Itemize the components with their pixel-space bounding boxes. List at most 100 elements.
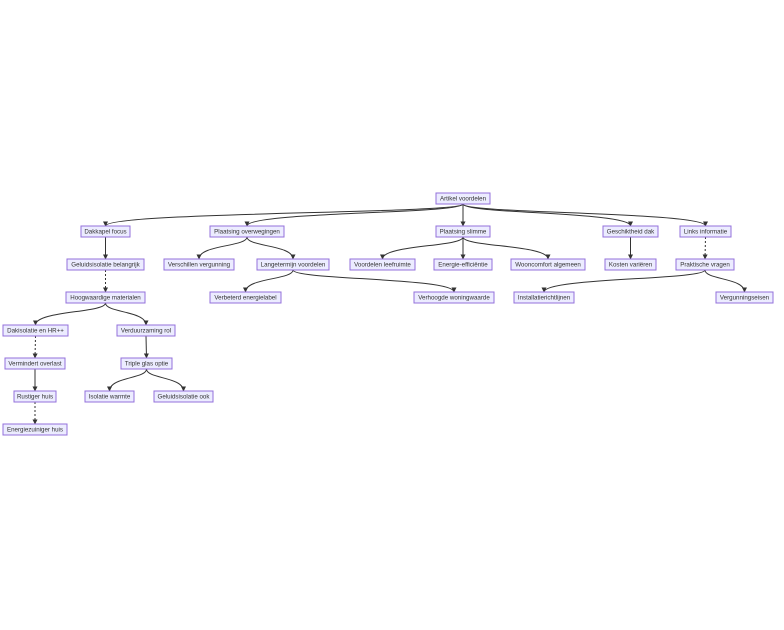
node-label: Plaatsing overwegingen	[214, 229, 280, 236]
edge-hoogwaardige_materialen-to-dakisolatie_hr	[33, 302, 106, 326]
node-box	[675, 258, 735, 271]
edges-layer	[32, 203, 747, 425]
node-box	[510, 258, 586, 271]
node-geluidsisolatie-ook: Geluidsisolatie ook	[153, 390, 214, 403]
edge-hoogwaardige_materialen-to-verduurzaming_rol	[105, 302, 149, 326]
node-voordelen-leefruimte: Voordelen leefruimte	[349, 258, 416, 271]
node-plaatsing-slimme: Plaatsing slimme	[435, 225, 491, 238]
edge-langetermijn_voordelen-to-verbeterd_energielabel	[243, 269, 294, 293]
node-label: Langetermijn voordelen	[261, 262, 326, 269]
node-label: Verduurzaming rol	[121, 328, 171, 335]
node-box	[84, 390, 135, 403]
node-box	[13, 390, 57, 403]
node-box	[604, 258, 657, 271]
node-energiezuiniger-huis: Energiezuiniger huis	[2, 423, 68, 436]
node-geluidsisolatie-belangrijk: Geluidsisolatie belangrijk	[66, 258, 145, 271]
node-label: Installatierichtlijnen	[518, 295, 571, 302]
node-label: Vergunningseisen	[720, 295, 770, 302]
node-label: Wooncomfort algemeen	[515, 262, 581, 269]
node-label: Voordelen leefruimte	[354, 262, 411, 269]
node-box	[2, 324, 69, 337]
node-label: Triple glas optie	[125, 361, 169, 368]
edge-praktische_vragen-to-vergunningseisen	[704, 269, 747, 293]
node-label: Links informatie	[684, 229, 728, 236]
node-box	[209, 225, 285, 238]
node-hoogwaardige-materialen: Hoogwaardige materialen	[65, 291, 146, 304]
node-box	[715, 291, 774, 304]
edge-praktische_vragen-to-installatierichtlijnen	[541, 269, 706, 293]
node-label: Geluidsisolatie ook	[158, 394, 211, 401]
node-box	[66, 258, 145, 271]
node-verhoogde-woningwaarde: Verhoogde woningwaarde	[413, 291, 495, 304]
node-label: Dakisolatie en HR++	[7, 328, 64, 335]
node-label: Verhoogde woningwaarde	[418, 295, 490, 302]
node-box	[413, 291, 495, 304]
node-label: Plaatsing slimme	[440, 229, 487, 236]
node-box	[65, 291, 146, 304]
edge-plaatsing_slimme-to-voordelen_leefruimte	[380, 236, 464, 260]
node-installatierichtlijnen: Installatierichtlijnen	[513, 291, 575, 304]
node-label: Isolatie warmte	[89, 394, 131, 401]
node-rustiger-huis: Rustiger huis	[13, 390, 57, 403]
edge-plaatsing_overwegingen-to-langetermijn_voordelen	[246, 236, 296, 260]
node-dakisolatie-hr: Dakisolatie en HR++	[2, 324, 69, 337]
node-label: Energiezuiniger huis	[7, 427, 63, 434]
edge-triple_glas_optie-to-geluidsisolatie_ook	[146, 368, 186, 392]
node-box	[256, 258, 330, 271]
node-box	[602, 225, 659, 238]
edge-plaatsing_slimme-to-wooncomfort_algemeen	[462, 236, 551, 260]
node-verduurzaming-rol: Verduurzaming rol	[116, 324, 176, 337]
node-vermindert-overlast: Vermindert overlast	[4, 357, 66, 370]
node-box	[163, 258, 235, 271]
edge-root-to-links_informatie	[462, 203, 708, 227]
node-box	[120, 357, 173, 370]
node-box	[116, 324, 176, 337]
node-kosten-varieren: Kosten variëren	[604, 258, 657, 271]
node-praktische-vragen: Praktische vragen	[675, 258, 735, 271]
edge-dakisolatie_hr-to-vermindert_overlast	[32, 335, 38, 359]
node-wooncomfort-algemeen: Wooncomfort algemeen	[510, 258, 586, 271]
node-label: Kosten variëren	[609, 262, 653, 269]
node-links-informatie: Links informatie	[679, 225, 732, 238]
node-dakkapel-focus: Dakkapel focus	[80, 225, 131, 238]
node-root: Artikel voordelen	[435, 192, 491, 205]
node-box	[4, 357, 66, 370]
edge-triple_glas_optie-to-isolatie_warmte	[107, 368, 147, 392]
node-label: Geschiktheid dak	[607, 229, 655, 236]
node-label: Hoogwaardige materialen	[70, 295, 141, 302]
node-label: Verschillen vergunning	[168, 262, 231, 269]
edge-links_informatie-to-praktische_vragen	[702, 236, 708, 260]
node-box	[2, 423, 68, 436]
node-box	[349, 258, 416, 271]
node-label: Verbeterd energielabel	[214, 295, 276, 302]
node-label: Energie-efficiëntie	[438, 262, 488, 269]
node-vergunningseisen: Vergunningseisen	[715, 291, 774, 304]
edge-langetermijn_voordelen-to-verhoogde_woningwaarde	[292, 269, 457, 293]
node-verschillen-vergunning: Verschillen vergunning	[163, 258, 235, 271]
edge-root-to-dakkapel_focus	[103, 203, 464, 227]
node-geschiktheid-dak: Geschiktheid dak	[602, 225, 659, 238]
node-box	[435, 192, 491, 205]
node-box	[435, 225, 491, 238]
node-box	[153, 390, 214, 403]
node-label: Vermindert overlast	[8, 361, 62, 368]
node-box	[209, 291, 282, 304]
edge-root-to-geschiktheid_dak	[462, 203, 633, 227]
node-label: Praktische vragen	[680, 262, 730, 269]
edge-verduurzaming_rol-to-triple_glas_optie	[143, 335, 149, 359]
node-label: Artikel voordelen	[440, 196, 487, 203]
node-label: Rustiger huis	[17, 394, 53, 401]
node-box	[513, 291, 575, 304]
node-langetermijn-voordelen: Langetermijn voordelen	[256, 258, 330, 271]
node-box	[679, 225, 732, 238]
node-box	[80, 225, 131, 238]
node-verbeterd-energielabel: Verbeterd energielabel	[209, 291, 282, 304]
node-energie-efficientie: Energie-efficiëntie	[433, 258, 493, 271]
edge-root-to-plaatsing_overwegingen	[244, 203, 464, 227]
node-label: Dakkapel focus	[84, 229, 126, 236]
edge-plaatsing_overwegingen-to-verschillen_vergunning	[196, 236, 248, 260]
node-box	[433, 258, 493, 271]
node-label: Geluidsisolatie belangrijk	[71, 262, 140, 269]
